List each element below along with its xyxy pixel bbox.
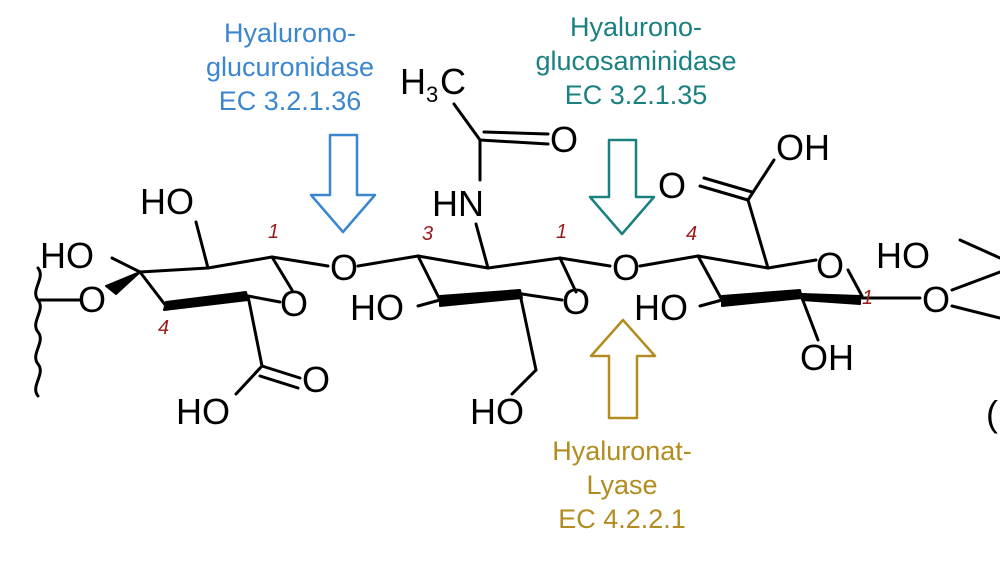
enzyme-glucosaminidase-ec: EC 3.2.1.35 <box>565 80 708 110</box>
atom-glycosidic-oxygen: O <box>922 279 950 320</box>
atom-hydroxyl: HO <box>40 235 94 276</box>
enzyme-glucosaminidase-name-1: Hyalurono- <box>570 12 702 42</box>
atom-carbonyl-oxygen: O <box>658 165 686 206</box>
enzyme-glucuronidase-ec: EC 3.2.1.36 <box>219 86 362 116</box>
enzyme-glucuronidase-name-2: glucuronidase <box>206 52 374 82</box>
enzyme-lyase-name-2: Lyase <box>586 470 657 500</box>
atom-hydroxyl: HO <box>140 181 194 222</box>
position-number: 1 <box>556 221 567 243</box>
enzyme-glucuronidase: Hyalurono- glucuronidase EC 3.2.1.36 <box>206 18 377 234</box>
cleavage-arrow-down-icon <box>588 138 656 236</box>
atom-hydroxyl: HO <box>876 235 930 276</box>
atom-ring-oxygen: O <box>816 245 844 286</box>
ring-partial-right <box>950 238 1000 320</box>
position-number: 4 <box>158 317 169 339</box>
atom-hydroxyl: OH <box>800 337 854 378</box>
atom-hydroxyl: HO <box>350 287 404 328</box>
atom-ring-oxygen: O <box>562 281 590 322</box>
cleavage-arrow-down-icon <box>309 133 377 234</box>
atom-methyl-subscript: 3 <box>426 82 438 107</box>
enzyme-lyase: Hyaluronat- Lyase EC 4.2.2.1 <box>552 318 692 534</box>
position-number: 1 <box>862 287 873 309</box>
enzyme-lyase-name-1: Hyaluronat- <box>552 436 692 466</box>
enzyme-glucosaminidase: Hyalurono- glucosaminidase EC 3.2.1.35 <box>535 12 737 236</box>
ring-glucuronic-acid-2 <box>638 158 922 342</box>
ring-n-acetylglucosamine <box>356 102 612 396</box>
atom-amide-nh: HN <box>432 183 484 224</box>
position-number: 3 <box>422 223 433 245</box>
enzyme-lyase-ec: EC 4.2.2.1 <box>558 504 686 534</box>
atom-glycosidic-oxygen: O <box>330 247 358 288</box>
atom-hydroxyl: HO <box>634 287 688 328</box>
atom-carbonyl-oxygen: O <box>302 359 330 400</box>
atom-ring-oxygen: O <box>280 283 308 324</box>
position-number: 4 <box>686 223 697 245</box>
atom-hydroxyl: HO <box>176 391 230 432</box>
atom-methyl-c: C <box>440 61 466 102</box>
atom-glycosidic-oxygen: O <box>612 247 640 288</box>
enzyme-glucuronidase-name-1: Hyalurono- <box>224 18 356 48</box>
position-number: 1 <box>268 221 279 243</box>
atom-methyl-h: H <box>400 61 426 102</box>
ring-glucuronic-acid <box>105 220 330 396</box>
cleavage-arrow-up-icon <box>589 318 657 420</box>
enzyme-glucosaminidase-name-2: glucosaminidase <box>535 46 736 76</box>
atom-hydroxyl: OH <box>776 127 830 168</box>
atom-oxygen: O <box>78 279 106 320</box>
polymer-continuation-wavy-line <box>34 266 42 398</box>
atom-hydroxyl: HO <box>470 391 524 432</box>
atom-cut-off: ( <box>986 393 998 434</box>
atom-carbonyl-oxygen: O <box>550 119 578 160</box>
